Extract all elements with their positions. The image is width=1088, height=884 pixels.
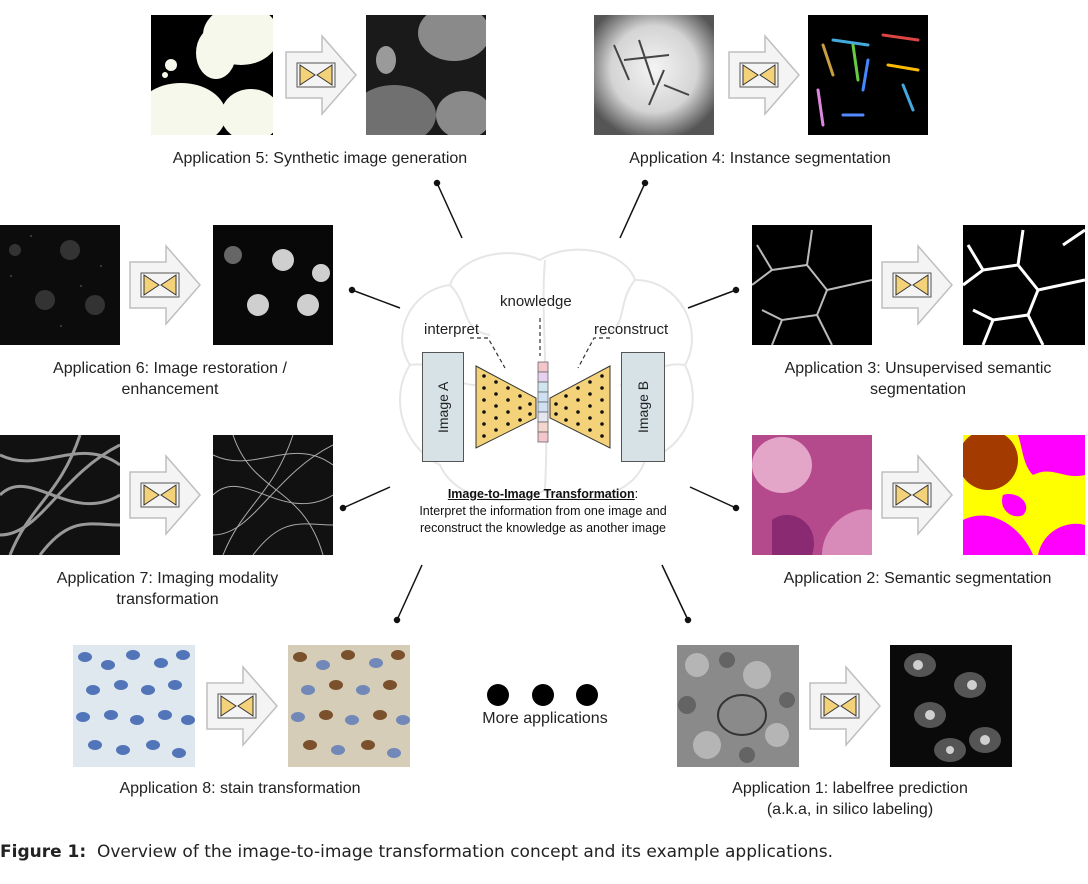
app5-caption: Application 5: Synthetic image generatio… (120, 148, 520, 169)
app5-transform-arrow (285, 34, 357, 116)
ellipsis-dot-3 (576, 684, 598, 706)
app4-input-image (594, 15, 714, 135)
app2-transform-arrow (881, 454, 953, 536)
app6-output-image (213, 225, 333, 345)
concept-description-line2: reconstruct the knowledge as another ima… (420, 521, 666, 535)
encoder-decoder-network (470, 318, 611, 449)
figure-caption-label: Figure 1: (0, 842, 87, 862)
app8-caption: Application 8: stain transformation (60, 778, 420, 799)
app2-caption: Application 2: Semantic segmentation (745, 568, 1088, 589)
app1-input-image (677, 645, 799, 767)
app8-transform-arrow (206, 665, 278, 747)
app3-output-image (963, 225, 1085, 345)
app7-output-image (213, 435, 333, 555)
app4-caption: Application 4: Instance segmentation (560, 148, 960, 169)
concept-title: Image-to-Image Transformation (447, 487, 635, 501)
app3-caption-line2: segmentation (869, 381, 967, 398)
app7-caption-line2: transformation (116, 591, 219, 608)
image-a-box: Image A (422, 352, 464, 462)
app3-transform-arrow (881, 244, 953, 326)
app7-input-image (0, 435, 120, 555)
app3-caption-line1: Application 3: Unsupervised semantic (784, 360, 1052, 377)
knowledge-label: knowledge (500, 293, 572, 310)
app5-caption-line1: Application 5: Synthetic image generatio… (172, 150, 468, 167)
app7-caption-line1: Application 7: Imaging modality (56, 570, 279, 587)
app8-caption-line1: Application 8: stain transformation (119, 780, 361, 797)
concept-title-suffix: : (634, 487, 639, 501)
app1-caption-line2: (a.k.a, in silico labeling) (766, 801, 934, 818)
app6-caption-line1: Application 6: Image restoration / (53, 360, 287, 377)
app1-output-image (890, 645, 1012, 767)
app2-output-image (963, 435, 1085, 555)
concept-title-line: Image-to-Image Transformation: (380, 486, 706, 503)
app3-input-image (752, 225, 872, 345)
app4-output-image (808, 15, 928, 135)
app5-output-image (366, 15, 486, 135)
figure-caption-text: Overview of the image-to-image transform… (96, 842, 834, 862)
image-a-label: Image A (435, 381, 451, 433)
app7-transform-arrow (129, 454, 201, 536)
app3-caption: Application 3: Unsupervised semantic seg… (748, 358, 1088, 400)
app1-caption: Application 1: labelfree prediction (a.k… (680, 778, 1020, 820)
reconstruct-label: reconstruct (594, 321, 669, 338)
more-applications-label: More applications (482, 710, 608, 727)
interpret-label: interpret (424, 321, 480, 338)
figure-caption: Figure 1: Overview of the image-to-image… (0, 842, 1088, 862)
app2-caption-line1: Application 2: Semantic segmentation (783, 570, 1052, 587)
app8-output-image (288, 645, 410, 767)
app5-input-image (151, 15, 273, 135)
app7-caption: Application 7: Imaging modality transfor… (0, 568, 335, 610)
app6-input-image (0, 225, 120, 345)
app4-transform-arrow (728, 34, 800, 116)
app2-input-image (752, 435, 872, 555)
image-b-label: Image B (635, 380, 651, 434)
ellipsis-dot-2 (532, 684, 554, 706)
app6-caption: Application 6: Image restoration / enhan… (0, 358, 340, 400)
app6-caption-line2: enhancement (121, 381, 219, 398)
app4-caption-line1: Application 4: Instance segmentation (629, 150, 891, 167)
ellipsis-dot-1 (487, 684, 509, 706)
app6-transform-arrow (129, 244, 201, 326)
app8-input-image (73, 645, 195, 767)
image-b-box: Image B (621, 352, 665, 462)
app1-transform-arrow (809, 665, 881, 747)
concept-description: Image-to-Image Transformation: Interpret… (380, 486, 706, 537)
app1-caption-line1: Application 1: labelfree prediction (732, 780, 968, 797)
concept-description-line1: Interpret the information from one image… (419, 504, 667, 518)
